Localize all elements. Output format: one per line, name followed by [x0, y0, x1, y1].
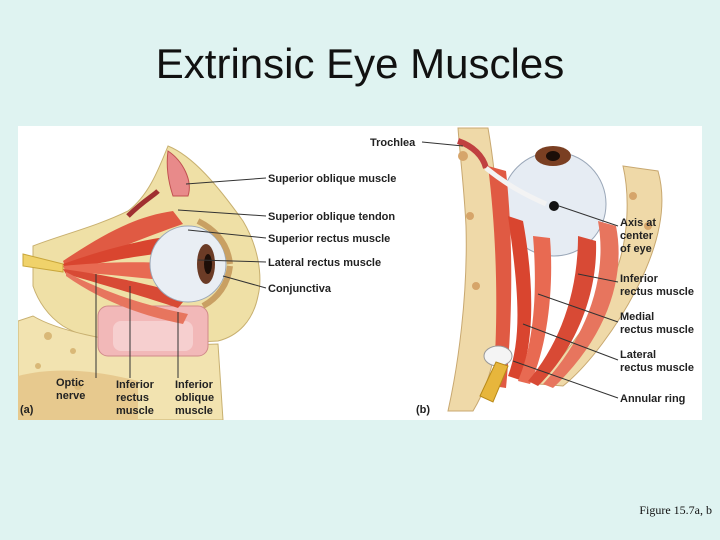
label-optic-nerve-line1: Optic	[56, 377, 84, 389]
label-inferior-rectus-b-line2: rectus muscle	[620, 286, 694, 298]
label-axis-line3: of eye	[620, 243, 652, 255]
label-annular-ring: Annular ring	[620, 393, 685, 405]
label-inferior-oblique-line1: Inferior	[175, 379, 214, 391]
label-medial-rectus-line1: Medial	[620, 311, 654, 323]
label-inferior-rectus-a-line1: Inferior	[116, 379, 155, 391]
label-lateral-rectus-b-line1: Lateral	[620, 349, 656, 361]
label-inferior-rectus-a-line3: muscle	[116, 405, 154, 417]
panel-a-tag: (a)	[20, 404, 34, 416]
label-inferior-rectus-a-line2: rectus	[116, 392, 149, 404]
label-trochlea: Trochlea	[370, 137, 416, 149]
panel-b-tag: (b)	[416, 404, 430, 416]
label-optic-nerve-line2: nerve	[56, 390, 85, 402]
figure-caption: Figure 15.7a, b	[639, 503, 712, 518]
label-superior-oblique-muscle: Superior oblique muscle	[268, 173, 396, 185]
label-axis-line1: Axis at	[620, 217, 656, 229]
eye-muscle-figure: (a) Superior oblique muscle Superior obl…	[18, 126, 702, 420]
label-medial-rectus-line2: rectus muscle	[620, 324, 694, 336]
label-inferior-oblique-line2: oblique	[175, 392, 214, 404]
label-lateral-rectus-muscle: Lateral rectus muscle	[268, 257, 381, 269]
label-inferior-oblique-line3: muscle	[175, 405, 213, 417]
label-conjunctiva: Conjunctiva	[268, 283, 332, 295]
anatomy-illustration: (a) Superior oblique muscle Superior obl…	[18, 126, 702, 420]
label-axis-line2: center	[620, 230, 654, 242]
slide-title: Extrinsic Eye Muscles	[0, 40, 720, 88]
label-inferior-rectus-b-line1: Inferior	[620, 273, 659, 285]
label-superior-oblique-tendon: Superior oblique tendon	[268, 211, 395, 223]
label-superior-rectus-muscle: Superior rectus muscle	[268, 233, 390, 245]
label-lateral-rectus-b-line2: rectus muscle	[620, 362, 694, 374]
